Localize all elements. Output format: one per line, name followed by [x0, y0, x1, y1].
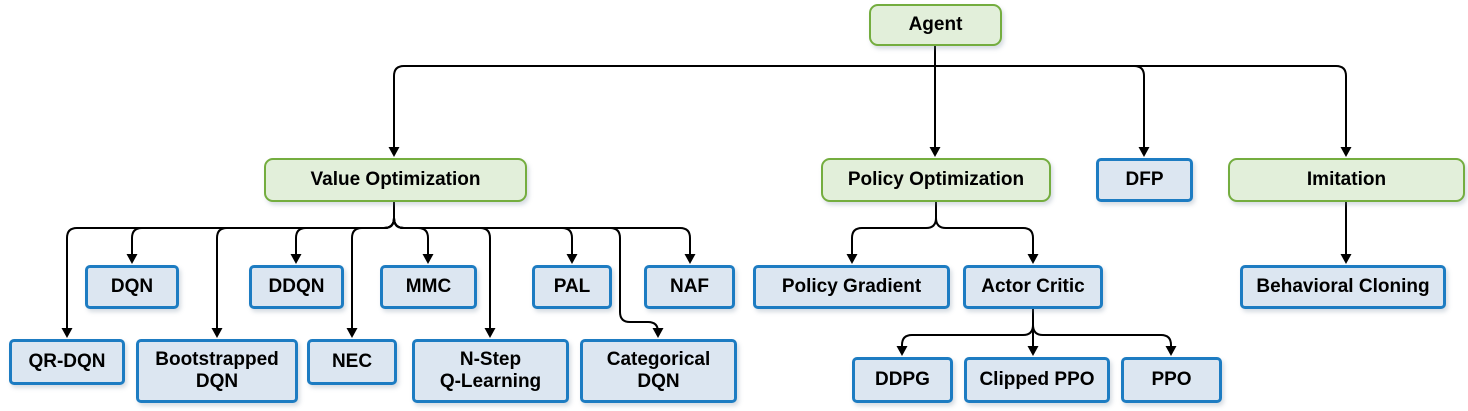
node-label-imitation: Imitation	[1306, 168, 1387, 190]
arrow-imitation-head	[1340, 147, 1352, 157]
connector-policy-optimization-to-policy-gradient	[851, 202, 937, 255]
node-value_optimization[interactable]: Value Optimization	[264, 158, 527, 202]
node-label-value_optimization: Value Optimization	[310, 168, 481, 190]
node-actor_critic[interactable]: Actor Critic	[963, 265, 1103, 309]
node-n_step_q_learning[interactable]: N-Step Q-Learning	[412, 339, 569, 403]
node-label-categorical_dqn: Categorical DQN	[606, 348, 711, 392]
node-naf[interactable]: NAF	[644, 265, 735, 309]
node-label-clipped_ppo: Clipped PPO	[979, 368, 1095, 390]
node-label-naf: NAF	[669, 275, 710, 297]
node-label-nec: NEC	[331, 350, 373, 372]
arrow-ddpg-head	[896, 346, 908, 356]
arrow-ddqn-head	[290, 254, 302, 264]
connector-value-optimization-to-categorical-dqn	[393, 202, 659, 333]
arrow-qr-dqn-head	[61, 328, 73, 338]
node-qr_dqn[interactable]: QR-DQN	[9, 339, 125, 385]
connector-agent-to-value-optimization	[393, 46, 936, 148]
node-label-qr_dqn: QR-DQN	[28, 350, 106, 372]
arrow-naf-head	[684, 254, 696, 264]
arrow-pal-head	[566, 254, 578, 264]
arrow-dfp-head	[1138, 147, 1150, 157]
node-dfp[interactable]: DFP	[1096, 158, 1193, 202]
arrow-nec-head	[346, 328, 358, 338]
arrow-clipped-ppo-head	[1027, 346, 1039, 356]
connector-actor-critic-to-ppo	[1032, 309, 1172, 347]
node-nec[interactable]: NEC	[307, 339, 397, 385]
node-pal[interactable]: PAL	[532, 265, 612, 309]
node-label-pal: PAL	[553, 275, 591, 297]
node-label-ddqn: DDQN	[268, 275, 325, 297]
connector-value-optimization-to-nec	[351, 202, 395, 329]
arrow-value-optimization-head	[388, 147, 400, 157]
node-label-actor_critic: Actor Critic	[981, 275, 1085, 297]
node-policy_optimization[interactable]: Policy Optimization	[821, 158, 1051, 202]
node-label-dfp: DFP	[1125, 168, 1164, 190]
arrow-policy-gradient-head	[846, 254, 858, 264]
node-label-ddpg: DDPG	[875, 368, 930, 390]
node-label-mmc: MMC	[405, 275, 452, 297]
node-label-n_step_q_learning: N-Step Q-Learning	[439, 348, 542, 392]
arrow-ppo-head	[1165, 346, 1177, 356]
node-clipped_ppo[interactable]: Clipped PPO	[964, 357, 1110, 403]
node-label-behavioral_cloning: Behavioral Cloning	[1256, 275, 1430, 297]
node-mmc[interactable]: MMC	[380, 265, 477, 309]
arrow-actor-critic-head	[1027, 254, 1039, 264]
arrow-n-step-q-learning-head	[484, 328, 496, 338]
node-label-policy_optimization: Policy Optimization	[847, 168, 1025, 190]
node-imitation[interactable]: Imitation	[1228, 158, 1465, 202]
node-agent[interactable]: Agent	[869, 4, 1002, 46]
connector-policy-optimization-to-actor-critic	[935, 202, 1034, 255]
arrow-behavioral-cloning-head	[1340, 254, 1352, 264]
node-dqn[interactable]: DQN	[85, 265, 179, 309]
node-label-agent: Agent	[908, 13, 963, 35]
arrow-mmc-head	[422, 254, 434, 264]
node-policy_gradient[interactable]: Policy Gradient	[753, 265, 950, 309]
node-categorical_dqn[interactable]: Categorical DQN	[580, 339, 737, 403]
node-label-bootstrapped_dqn: Bootstrapped DQN	[155, 348, 279, 392]
node-label-ppo: PPO	[1151, 368, 1192, 390]
arrow-dqn-head	[126, 254, 138, 264]
arrow-categorical-dqn-head	[652, 328, 664, 338]
connector-actor-critic-to-ddpg	[901, 309, 1034, 347]
arrow-bootstrapped-dqn-head	[211, 328, 223, 338]
connector-agent-to-dfp	[934, 46, 1145, 148]
node-ppo[interactable]: PPO	[1121, 357, 1222, 403]
node-label-policy_gradient: Policy Gradient	[781, 275, 922, 297]
connector-agent-to-imitation	[934, 46, 1347, 148]
node-label-dqn: DQN	[110, 275, 154, 297]
node-behavioral_cloning[interactable]: Behavioral Cloning	[1240, 265, 1446, 309]
node-ddpg[interactable]: DDPG	[852, 357, 953, 403]
node-ddqn[interactable]: DDQN	[249, 265, 344, 309]
arrow-policy-optimization-head	[929, 147, 941, 157]
node-bootstrapped_dqn[interactable]: Bootstrapped DQN	[136, 339, 298, 403]
